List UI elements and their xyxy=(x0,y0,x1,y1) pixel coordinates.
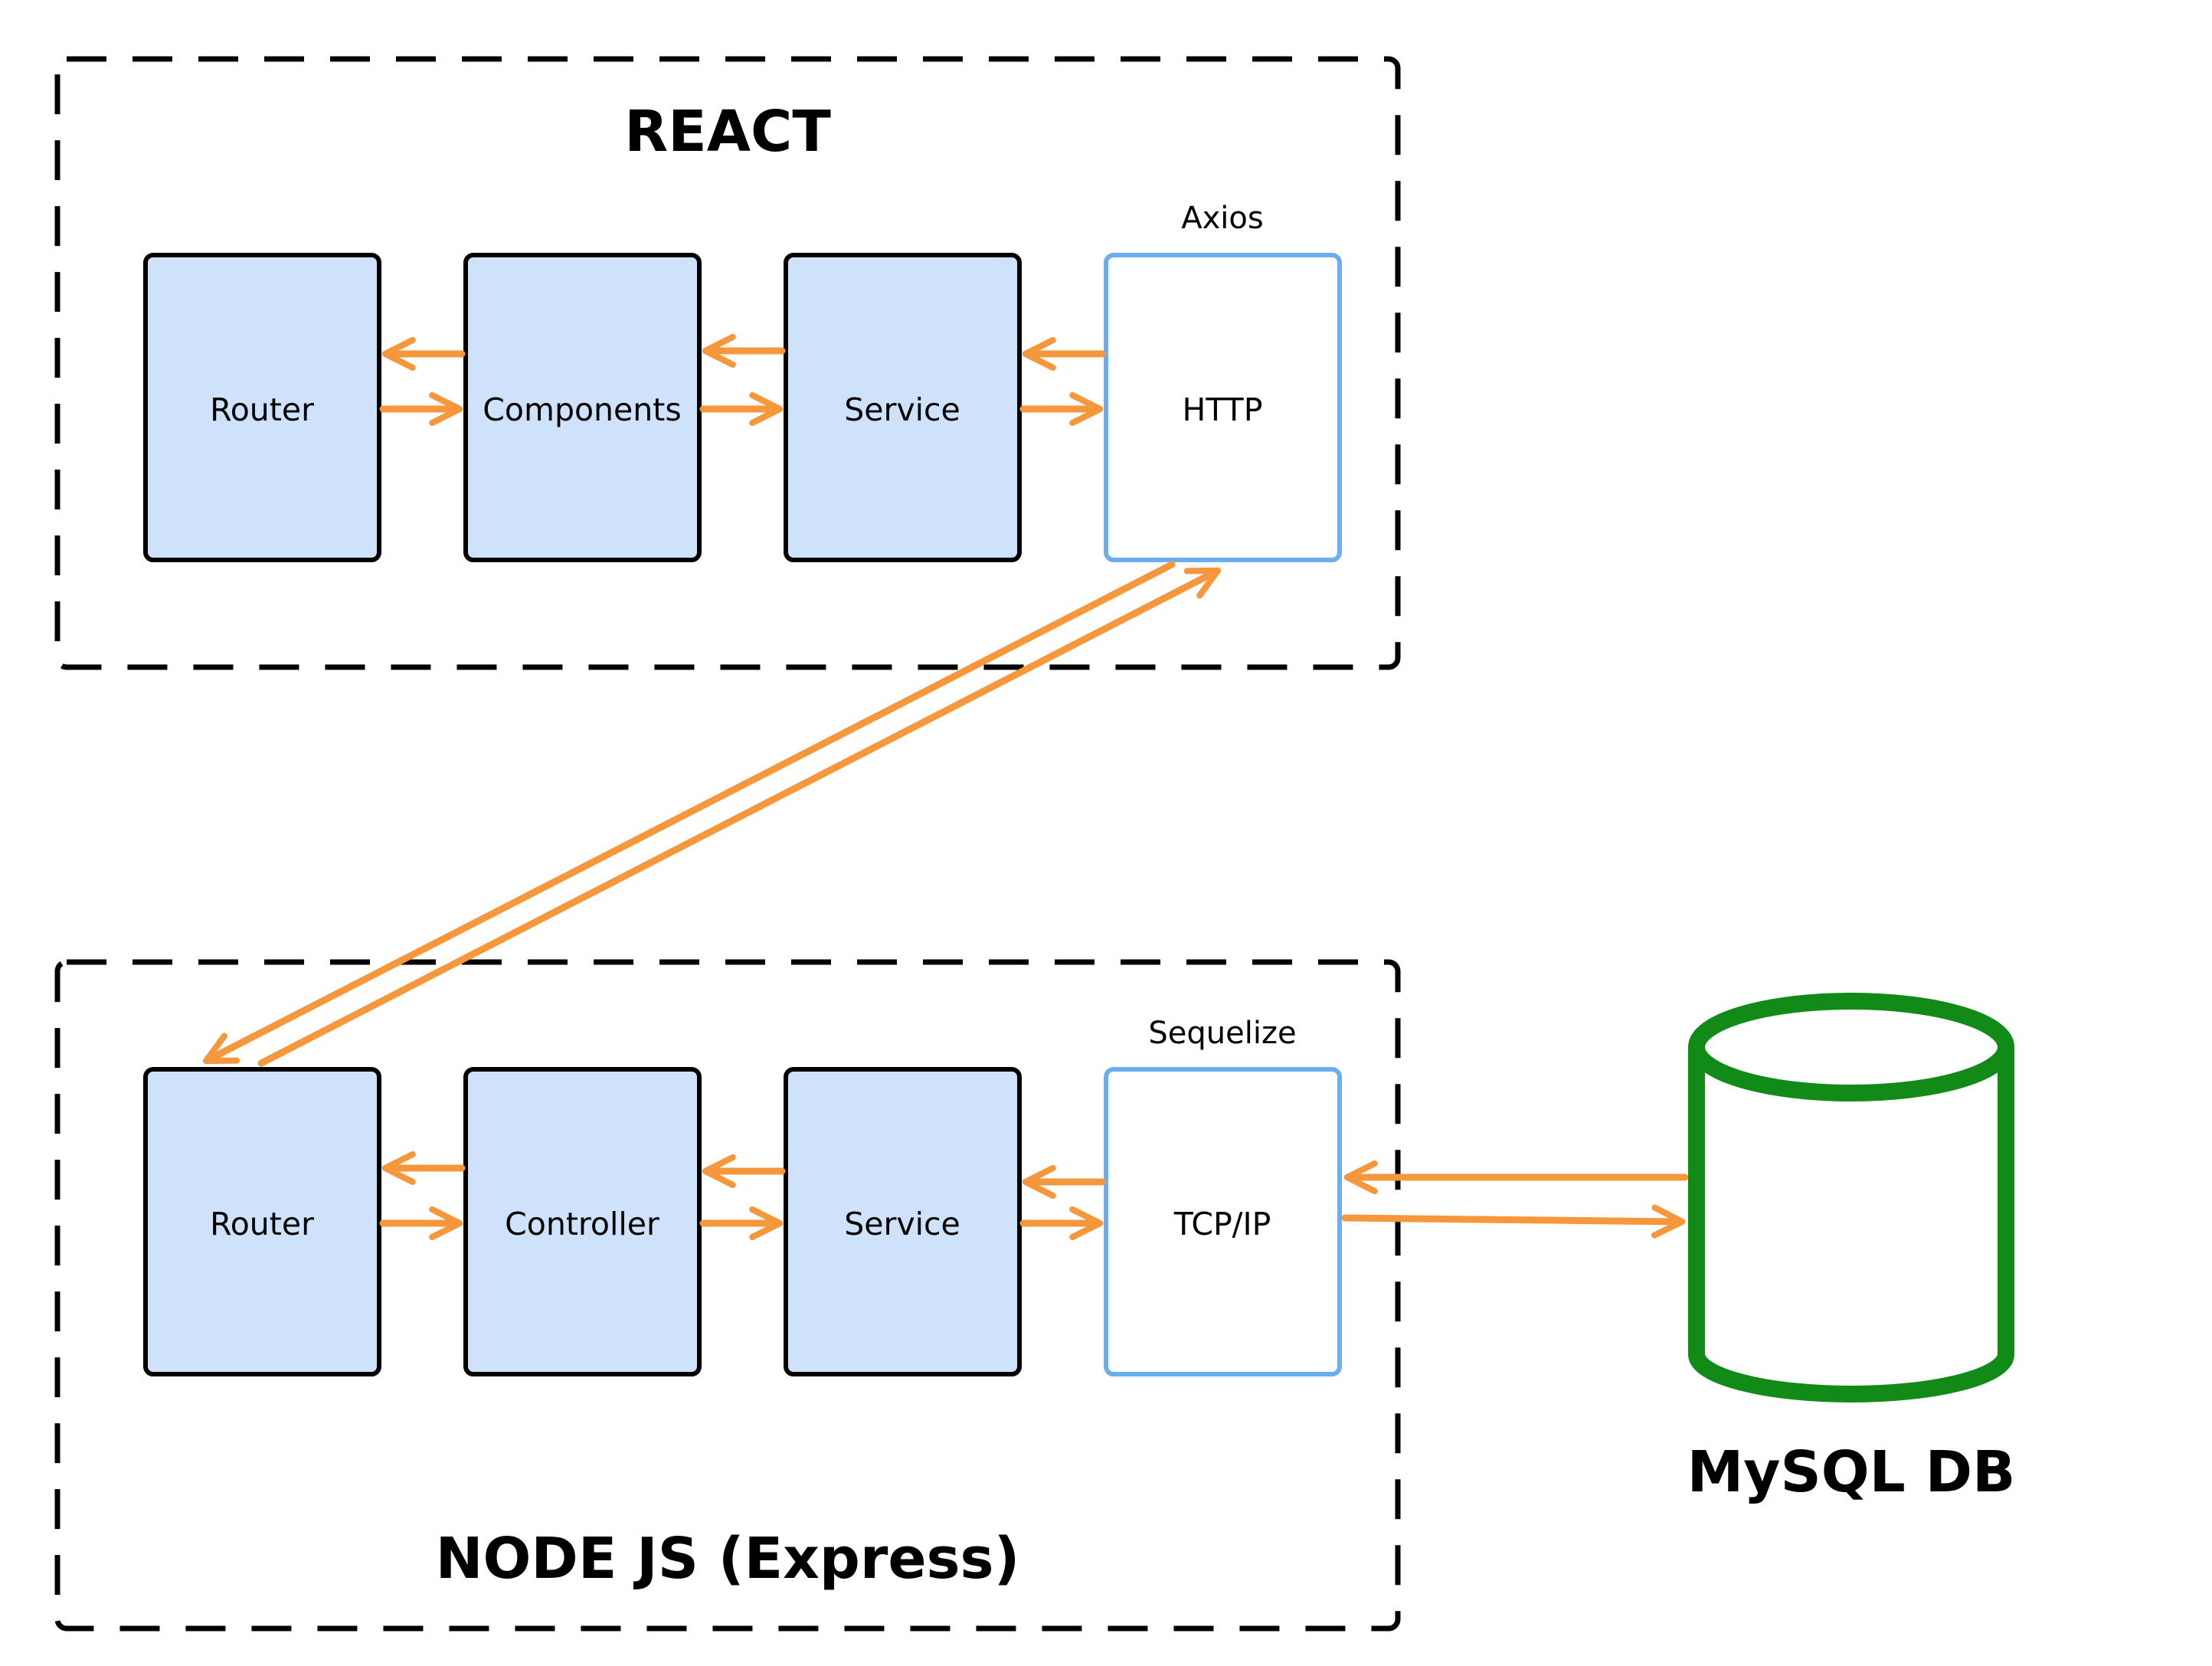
backend-module-controller-label: Controller xyxy=(505,1206,659,1242)
arrow-backend-router-to-http xyxy=(257,567,1222,1067)
frontend-arrows xyxy=(379,333,1106,427)
frontend-module-components-label: Components xyxy=(483,391,681,428)
backend-arrows xyxy=(379,1150,1106,1241)
database-label: MySQL DB xyxy=(1687,1439,2016,1505)
frontend-module-service[interactable]: Service xyxy=(784,253,1022,562)
backend-protocol-tcpip[interactable]: TCP/IP xyxy=(1104,1067,1342,1376)
backend-protocol-caption: Sequelize xyxy=(1148,1016,1296,1051)
cross-tier-arrows xyxy=(202,561,1689,1239)
frontend-module-router-label: Router xyxy=(210,391,314,428)
frontend-title: REACT xyxy=(624,99,831,165)
cylinder-database-icon xyxy=(1688,993,2014,1403)
backend-title: NODE JS (Express) xyxy=(436,1526,1020,1592)
backend-container-border xyxy=(54,959,1401,1632)
backend-container: NODE JS (Express) Router Controller Serv… xyxy=(54,959,1401,1632)
backend-module-service[interactable]: Service xyxy=(784,1067,1022,1376)
frontend-module-service-label: Service xyxy=(844,391,960,428)
frontend-protocol-caption: Axios xyxy=(1181,201,1263,236)
backend-module-service-label: Service xyxy=(844,1206,960,1242)
backend-module-router-label: Router xyxy=(210,1206,314,1242)
backend-protocol-label: TCP/IP xyxy=(1173,1206,1271,1242)
frontend-container: REACT Router Components Service HTTP Axi… xyxy=(54,56,1401,670)
frontend-protocol-http[interactable]: HTTP xyxy=(1104,253,1342,562)
backend-module-router[interactable]: Router xyxy=(143,1067,381,1376)
frontend-module-components[interactable]: Components xyxy=(463,253,702,562)
frontend-container-border xyxy=(54,56,1401,670)
arrow-tcpip-to-db xyxy=(1341,1204,1686,1239)
frontend-protocol-label: HTTP xyxy=(1183,391,1263,428)
backend-module-controller[interactable]: Controller xyxy=(463,1067,702,1376)
frontend-module-router[interactable]: Router xyxy=(143,253,381,562)
arrow-http-to-backend-router xyxy=(202,561,1176,1065)
